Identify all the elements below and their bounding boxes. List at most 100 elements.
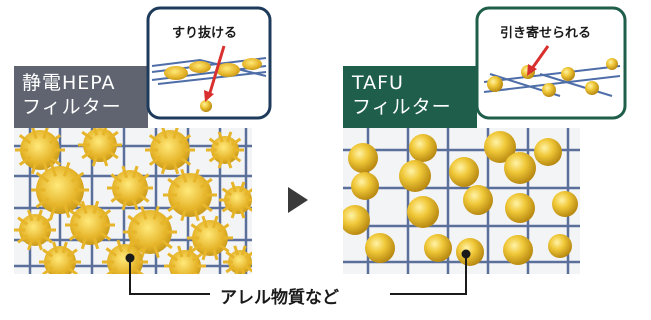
particle-spike [148, 134, 162, 145]
particle-spike [190, 243, 203, 253]
particle [169, 250, 201, 274]
particle-spike [31, 128, 38, 140]
particle-spike [27, 238, 34, 251]
particle-spike [230, 207, 237, 219]
particle-spike [17, 234, 29, 244]
right-callout [475, 6, 627, 120]
particle-spike [27, 209, 34, 222]
particle-spike [92, 128, 99, 136]
particle-spike [160, 160, 168, 175]
particle-spike [240, 245, 247, 256]
particle-spike [233, 245, 240, 256]
particle-spike [98, 209, 112, 220]
left-filter-subtitle: フィルター [22, 96, 122, 118]
particle-spike [107, 149, 119, 160]
particle-spike [70, 171, 85, 183]
particle-spike [68, 209, 82, 220]
particle-spike [105, 247, 118, 257]
particle-spike [49, 203, 57, 219]
particle-spike [36, 238, 43, 251]
particle-spike [101, 154, 109, 167]
particle [348, 143, 378, 173]
particle [150, 130, 190, 170]
particle-spike [127, 214, 141, 226]
particle-spike [201, 215, 209, 229]
right-header [343, 66, 477, 128]
particle-spike [36, 209, 43, 222]
particle-spike [221, 203, 233, 213]
particle-spike [172, 128, 179, 140]
particle-spike [217, 243, 230, 253]
particle-spike [70, 197, 85, 209]
particle-spike [211, 215, 219, 229]
particle-spike [167, 252, 179, 262]
particle-spike [105, 267, 118, 274]
particle-spike [54, 270, 59, 274]
particle-spike [177, 245, 184, 258]
left-header [14, 66, 148, 128]
right-callout-text: 引き寄せられる [500, 26, 592, 41]
particle-spike [30, 160, 38, 175]
particle-spike [52, 241, 59, 254]
particle-spike [225, 265, 236, 274]
particle-spike [180, 207, 188, 222]
particle [463, 185, 493, 215]
particle-spike [211, 247, 219, 261]
particle-spike [132, 247, 145, 257]
particle-spike [80, 200, 88, 215]
particle-spike [199, 177, 213, 189]
particle-spike [80, 235, 88, 250]
particle [168, 173, 212, 217]
particle-spike [180, 168, 188, 183]
particle [192, 220, 228, 256]
particle-spike [17, 216, 29, 226]
particle [83, 128, 117, 162]
particle [505, 193, 535, 223]
particle-spike [230, 181, 237, 193]
particle [70, 205, 110, 245]
particle [44, 246, 76, 274]
left-callout-text: すり抜ける [172, 26, 238, 41]
particle [484, 131, 516, 163]
particle-spike [159, 238, 173, 250]
particle-spike [110, 173, 123, 183]
particle-spike [159, 214, 173, 226]
particle-spike [186, 245, 193, 258]
particle-spike [42, 266, 54, 274]
particle-spike [199, 201, 213, 213]
particle-spike [191, 252, 203, 262]
particle-spike [68, 230, 82, 241]
particle-spike [121, 165, 129, 179]
particle-spike [18, 134, 32, 145]
particle-spike [49, 161, 57, 177]
particle [211, 136, 239, 164]
particle-spike [230, 153, 242, 163]
particle-spike [217, 131, 224, 143]
particle-spike [92, 235, 100, 250]
particle-spike [132, 267, 145, 274]
particle-spike [171, 270, 179, 274]
particle-spike [152, 244, 160, 259]
particle [351, 172, 379, 200]
red-pointer-arrow [207, 45, 226, 97]
particle-spike [221, 187, 233, 197]
right-filter-title: TAFU [352, 72, 404, 94]
particle-spike [131, 165, 139, 179]
particle [503, 235, 533, 265]
particle [548, 234, 572, 258]
particle-spike [61, 270, 66, 274]
particle-spike [41, 216, 53, 226]
particle [224, 186, 252, 214]
allergen-label: アレル物質など [216, 283, 343, 308]
particle-spike [244, 251, 252, 259]
particle [128, 210, 172, 254]
particle [365, 233, 395, 263]
particle-spike [126, 239, 134, 253]
particle-spike [35, 171, 50, 183]
bottom-connector [125, 249, 471, 295]
particle-spike [172, 160, 180, 175]
left-filter-title: 静電HEPA [22, 72, 116, 94]
particle-spike [191, 270, 199, 274]
particle-spike [178, 155, 192, 166]
particle-spike [167, 201, 181, 213]
